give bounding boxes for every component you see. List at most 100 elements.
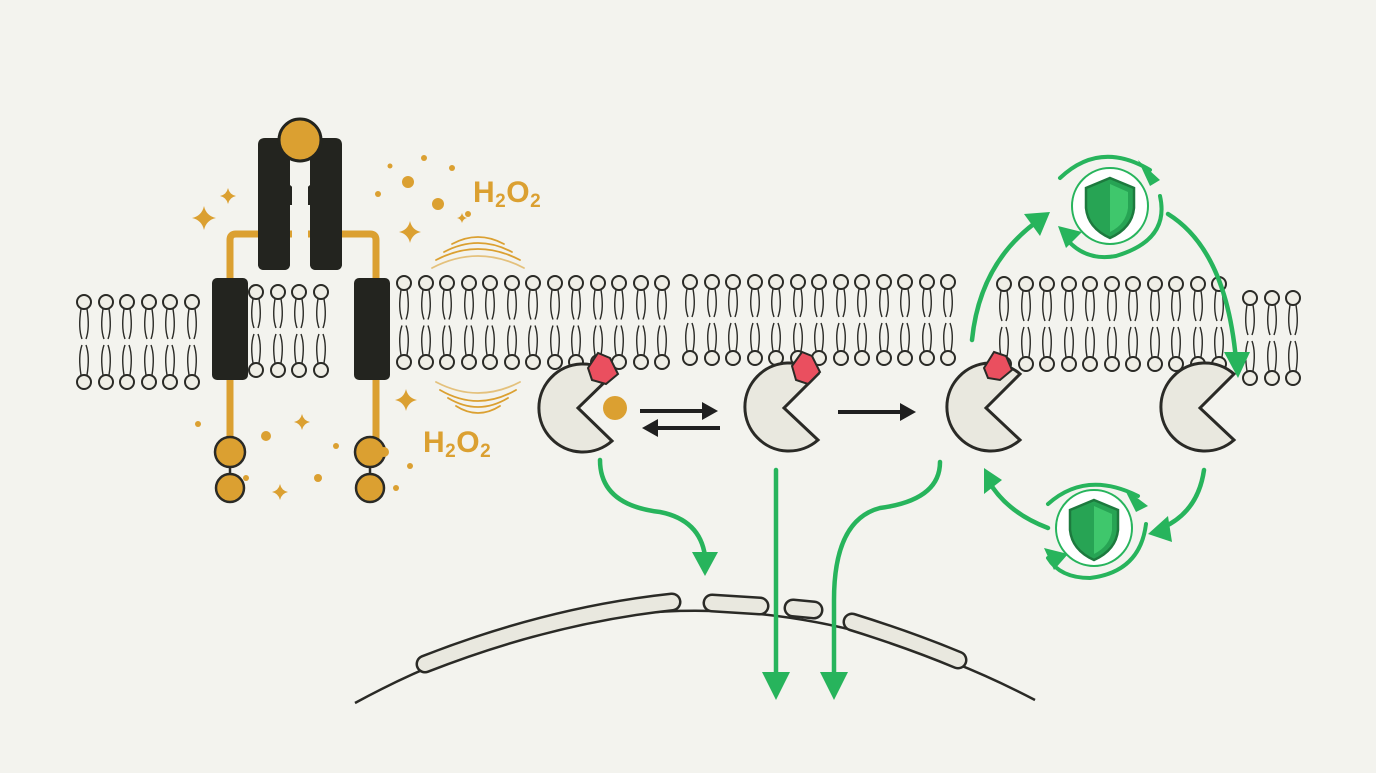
nuclear-envelope (354, 592, 1036, 705)
lipid (1242, 290, 1258, 386)
ros-dot (314, 474, 322, 482)
lipid (768, 274, 784, 366)
ros-dot (261, 431, 271, 441)
shield-icon (1084, 176, 1136, 240)
signal-waves-bottom (435, 381, 521, 414)
lipid (1264, 290, 1280, 386)
lipid (504, 275, 520, 370)
lipid-bilayer (76, 274, 1301, 390)
lipid (940, 274, 956, 366)
ros-particles (192, 155, 471, 500)
pacman-protein-icon (537, 351, 627, 454)
lipid (1125, 276, 1141, 372)
sparkle-icon (395, 389, 417, 411)
h2o2-top-h: H (473, 176, 496, 209)
lipid (461, 275, 477, 370)
lipid (291, 284, 307, 378)
h2o2-top-sub: 2 (495, 191, 507, 212)
oxidation-mark (790, 350, 822, 386)
lipid (184, 294, 200, 390)
sparkle-icon (294, 414, 310, 430)
sparkle-icon (220, 188, 236, 204)
ros-dot (379, 447, 389, 457)
lipid (654, 275, 670, 370)
lipid (482, 275, 498, 370)
h2o2-bottom-sub: 2 (445, 441, 457, 462)
lipid (119, 294, 135, 390)
receptor-tail-bead (213, 435, 247, 469)
ligand (277, 117, 323, 163)
ros-dot (421, 155, 427, 161)
lipid (1104, 276, 1120, 372)
lipid (897, 274, 913, 366)
lipid (747, 274, 763, 366)
lipid (313, 284, 329, 378)
lipid (725, 274, 741, 366)
lipid (1018, 276, 1034, 372)
h2o2-bottom-h: H (423, 426, 446, 459)
oxidation-mark (982, 350, 1014, 382)
sparkle-icon (399, 221, 421, 243)
lipid (919, 274, 935, 366)
ros-dot (402, 176, 414, 188)
lipid (633, 275, 649, 370)
oxidation-mark (586, 351, 620, 386)
sparkle-icon (192, 206, 216, 230)
lipid (396, 275, 412, 370)
ros-dot (195, 421, 201, 427)
lipid (854, 274, 870, 366)
ros-dot (432, 198, 444, 210)
lipid (833, 274, 849, 366)
nuclear-segment-2-fill (705, 596, 767, 613)
lipid (811, 274, 827, 366)
lipid (1082, 276, 1098, 372)
pacman-protein-icon (1159, 361, 1237, 453)
h2o2-top-o: O (506, 176, 531, 209)
ros-dot (243, 475, 249, 481)
h2o2-label-top: H2O2 (473, 176, 541, 213)
sparkle-icon (457, 213, 467, 223)
lipid (682, 274, 698, 366)
equilibrium-arrows (640, 402, 720, 437)
lipid (418, 275, 434, 370)
lipid (141, 294, 157, 390)
dimeric-receptor-icon (212, 117, 390, 504)
lipid (1168, 276, 1184, 372)
lipid (439, 275, 455, 370)
lipid (611, 275, 627, 370)
ros-dot (465, 211, 471, 217)
lipid (270, 284, 286, 378)
h2o2-label-bottom: H2O2 (423, 426, 491, 463)
pacman-protein-icon (743, 350, 822, 453)
pathway-arrowheads (692, 212, 1250, 700)
lipid (98, 294, 114, 390)
ros-dot (333, 443, 339, 449)
ros-dot (393, 485, 399, 491)
lipid (1285, 290, 1301, 386)
receptor-tail-bead (354, 472, 386, 504)
lipid (162, 294, 178, 390)
nuclear-segment-3-fill (786, 601, 821, 617)
ros-dot (375, 191, 381, 197)
lipid (76, 294, 92, 390)
lipid (704, 274, 720, 366)
bound-ligand (603, 396, 627, 420)
sparkle-icon (272, 484, 288, 500)
ros-dot (407, 463, 413, 469)
receptor-tail-bead (214, 472, 246, 504)
lipid (1147, 276, 1163, 372)
lipid (568, 275, 584, 370)
h2o2-top-sub2: 2 (530, 191, 542, 212)
protection-cycle-top (1058, 154, 1164, 259)
lipid (525, 275, 541, 370)
shield-icon (1068, 498, 1120, 562)
lipid (248, 284, 264, 378)
h2o2-bottom-sub2: 2 (480, 441, 492, 462)
ros-dot (387, 163, 393, 169)
nuclear-segment-1-fill (418, 595, 679, 671)
signal-waves-top (431, 236, 525, 269)
lipid (1190, 276, 1206, 372)
nuclear-segment-4-fill (845, 615, 965, 667)
lipid (547, 275, 563, 370)
